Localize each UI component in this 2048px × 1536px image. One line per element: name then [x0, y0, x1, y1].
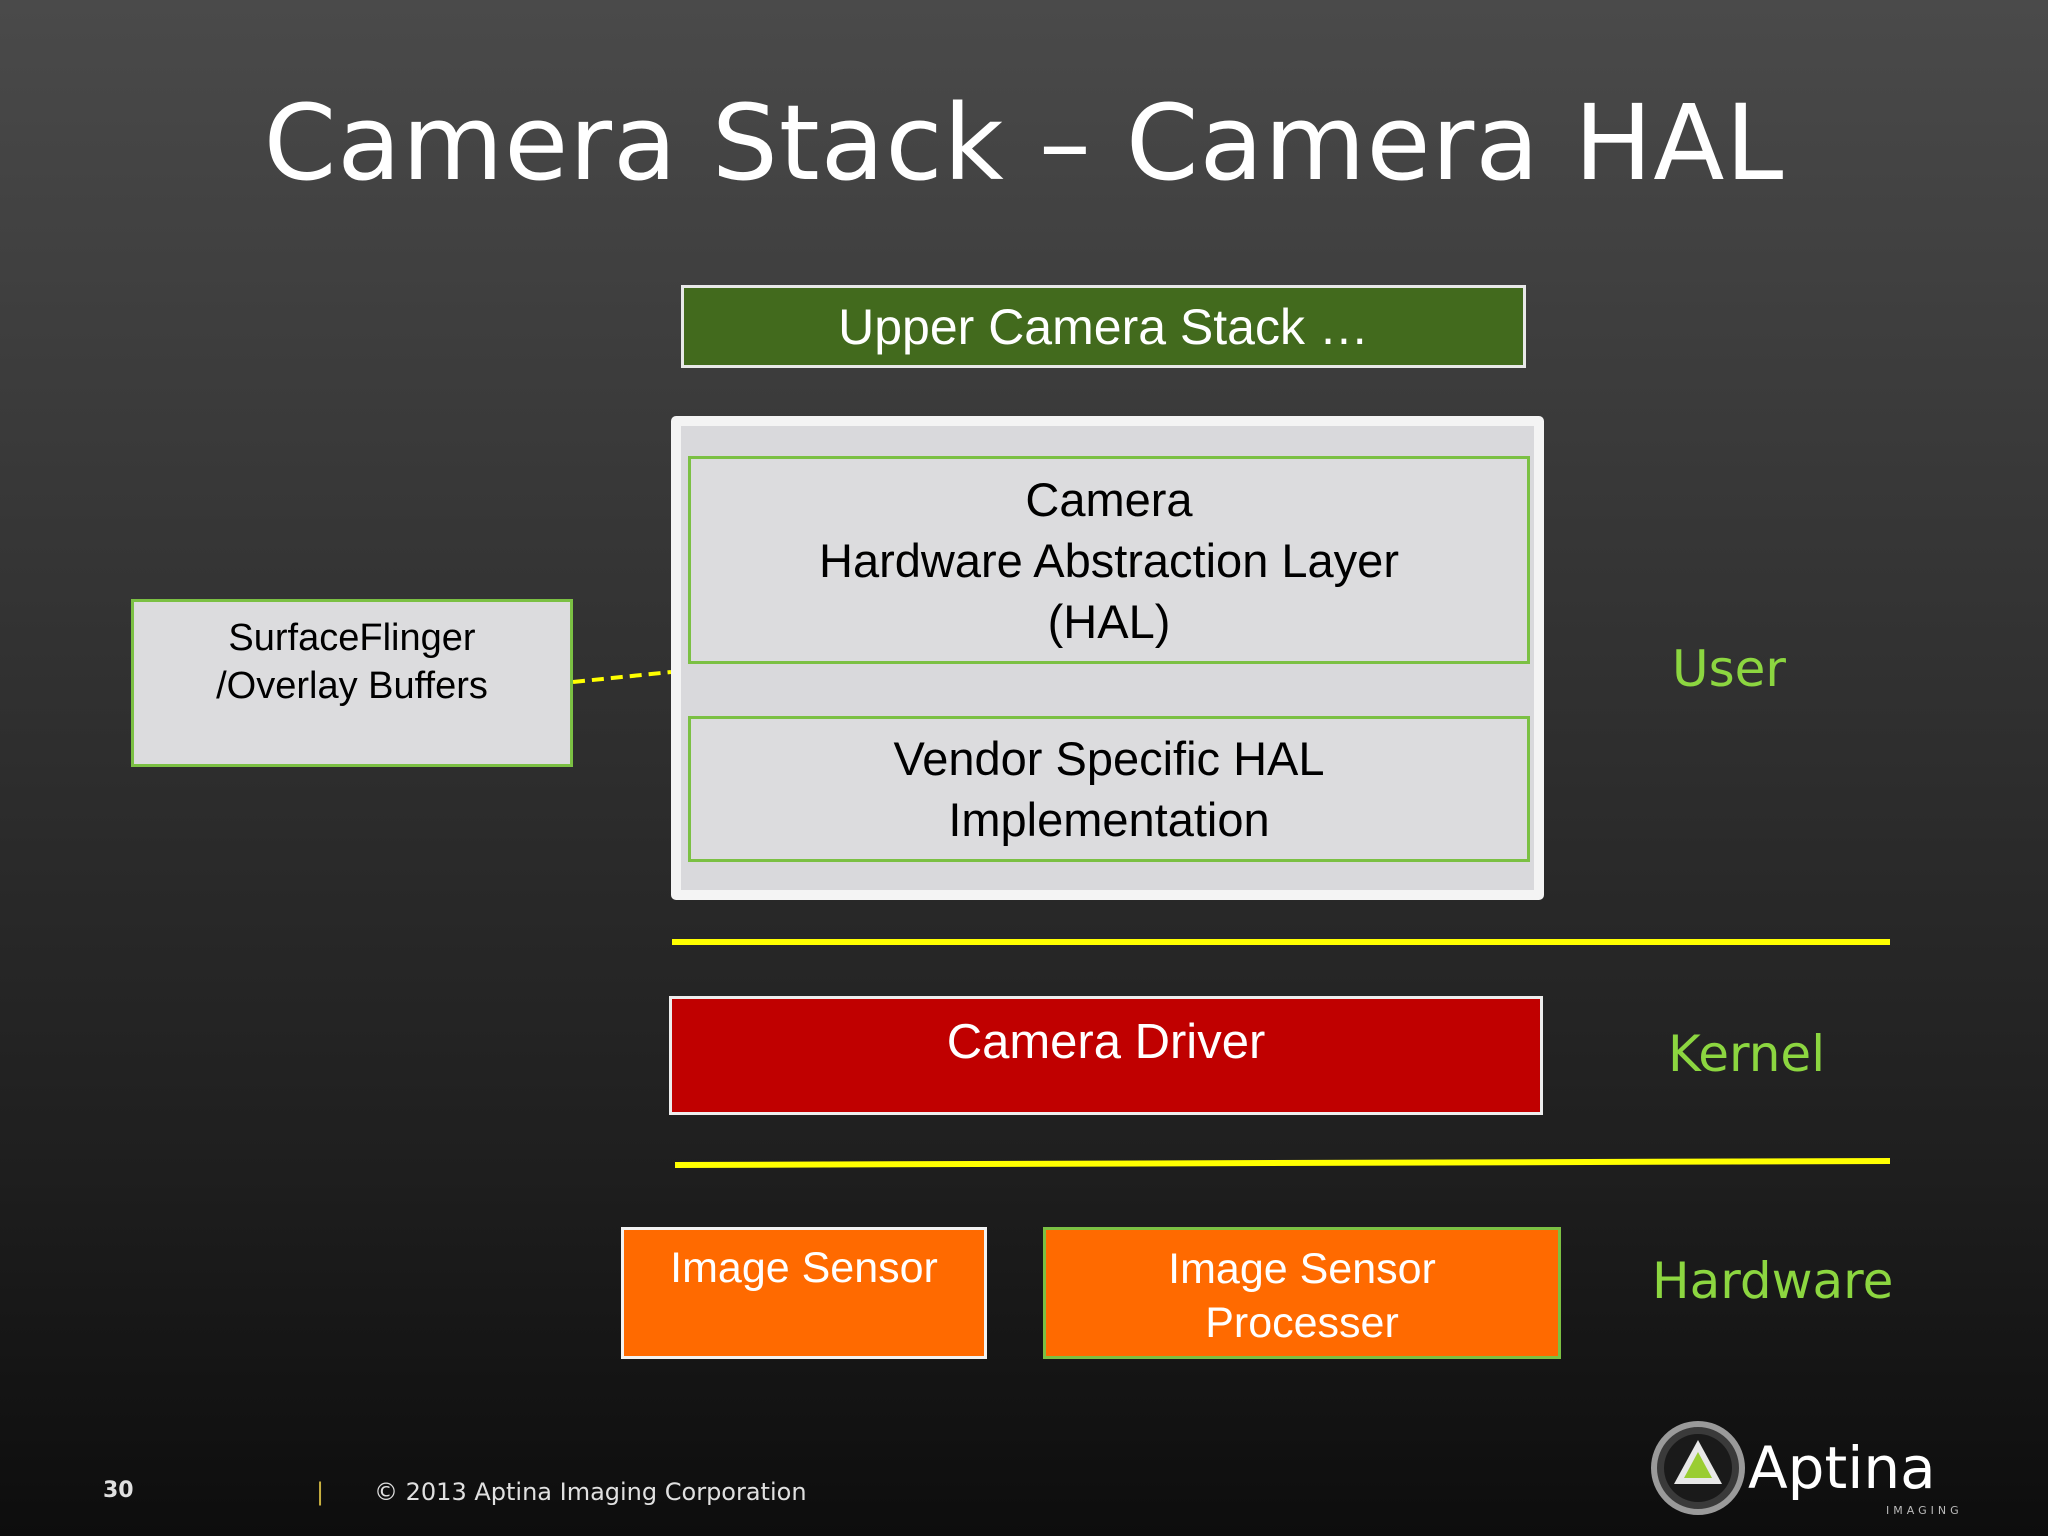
isp-line-1: Image Sensor — [1168, 1245, 1436, 1293]
aptina-logo: Aptina IMAGING — [1651, 1421, 1963, 1517]
hal-line-3: (HAL) — [1047, 594, 1171, 648]
surface-line-2: /Overlay Buffers — [216, 665, 488, 707]
copyright-text: © 2013 Aptina Imaging Corporation — [374, 1478, 807, 1506]
slide-title: Camera Stack – Camera HAL — [263, 82, 1785, 204]
kernel-hardware-divider — [674, 1158, 1891, 1168]
camera-hal-box: Camera Hardware Abstraction Layer (HAL) — [688, 456, 1530, 664]
aptina-wordmark: Aptina — [1748, 1434, 1936, 1502]
layer-label-kernel: Kernel — [1668, 1025, 1826, 1083]
aptina-tagline: IMAGING — [1886, 1504, 1963, 1517]
camera-driver-box: Camera Driver — [669, 996, 1543, 1115]
isp-line-2: Processer — [1205, 1299, 1399, 1347]
upper-camera-stack-box: Upper Camera Stack … — [681, 285, 1526, 368]
vendor-line-1: Vendor Specific HAL — [893, 732, 1325, 785]
image-sensor-box: Image Sensor — [621, 1227, 987, 1359]
layer-label-hardware: Hardware — [1652, 1252, 1894, 1310]
hal-line-1: Camera — [1025, 472, 1193, 526]
vendor-line-2: Implementation — [948, 793, 1270, 846]
footer-separator: | — [316, 1478, 325, 1506]
surface-line-1: SurfaceFlinger — [228, 617, 476, 659]
vendor-hal-box: Vendor Specific HAL Implementation — [688, 716, 1530, 862]
surfaceflinger-box: SurfaceFlinger /Overlay Buffers — [131, 599, 573, 767]
layer-label-user: User — [1672, 640, 1786, 698]
surfaceflinger-connector — [572, 670, 672, 684]
image-sensor-processor-box: Image Sensor Processer — [1043, 1227, 1561, 1359]
page-number: 30 — [103, 1478, 134, 1503]
hal-line-2: Hardware Abstraction Layer — [819, 533, 1399, 587]
